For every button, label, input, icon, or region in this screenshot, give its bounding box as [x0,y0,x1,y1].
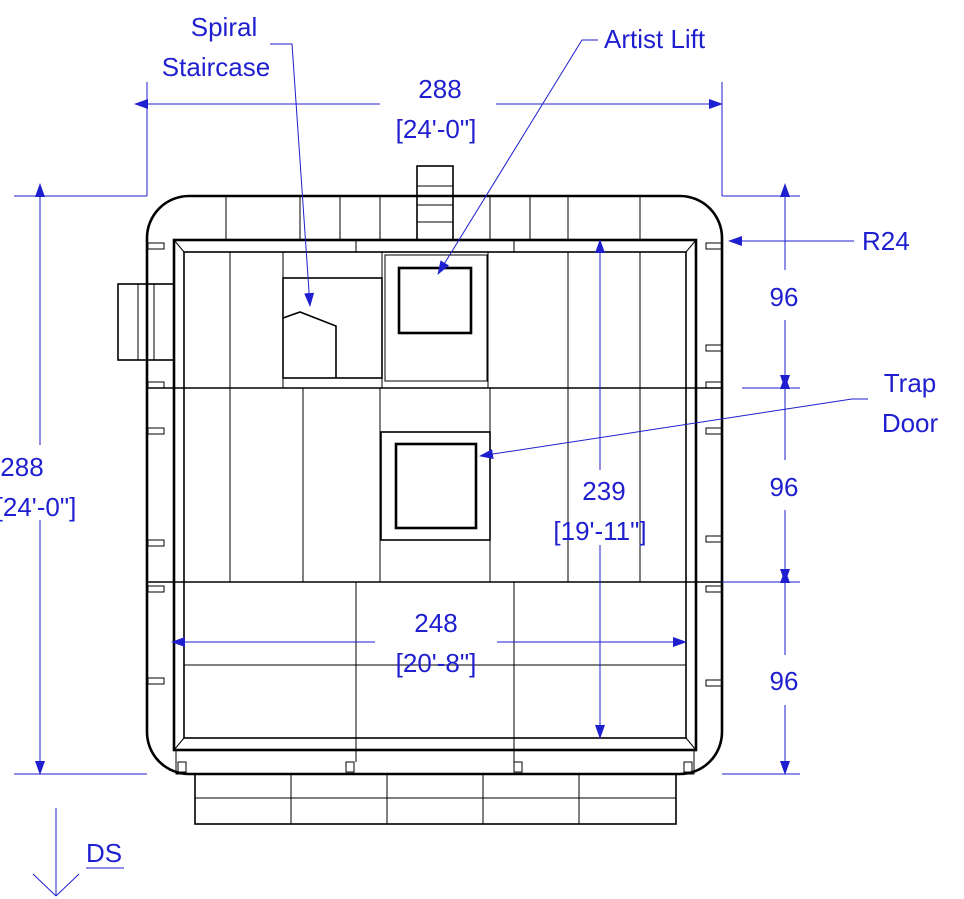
dim-inner-height-ft: [19'-11"] [553,516,646,546]
dim-inner-height: 239 [582,476,625,506]
side-clamps [147,242,723,773]
bottom-steps [175,749,695,825]
label-spiral: Spiral [191,12,257,42]
left-side-box [117,283,175,361]
dim-inner-width-ft: [20'-8"] [396,648,477,678]
artist-lift [384,254,488,382]
stage-outline [145,194,724,776]
annotation-labels: Spiral Staircase Artist Lift Trap Door R… [0,12,939,868]
dim-top-width: 288 [418,74,461,104]
dim-left-height: 288 [0,452,43,482]
top-vent-box [416,165,454,241]
dimension-lines [14,82,800,775]
dim-inner-width: 248 [414,608,457,638]
dim-seg-middle: 96 [770,472,799,502]
label-radius: R24 [862,226,910,256]
dim-top-width-ft: [24'-0"] [396,114,477,144]
label-door: Door [882,408,939,438]
dim-seg-upper: 96 [770,282,799,312]
dim-seg-lower: 96 [770,666,799,696]
label-trap: Trap [884,368,937,398]
top-deck-joints [225,197,641,252]
spiral-staircase [282,277,383,379]
label-staircase: Staircase [162,52,270,82]
label-downstage: DS [86,838,122,868]
label-artist-lift: Artist Lift [604,24,706,54]
trap-door [380,431,491,541]
dim-left-height-ft: [24'-0"] [0,492,76,522]
leader-lines [270,39,868,459]
downstage-arrow-icon [32,808,124,897]
deck-panels [147,252,722,762]
